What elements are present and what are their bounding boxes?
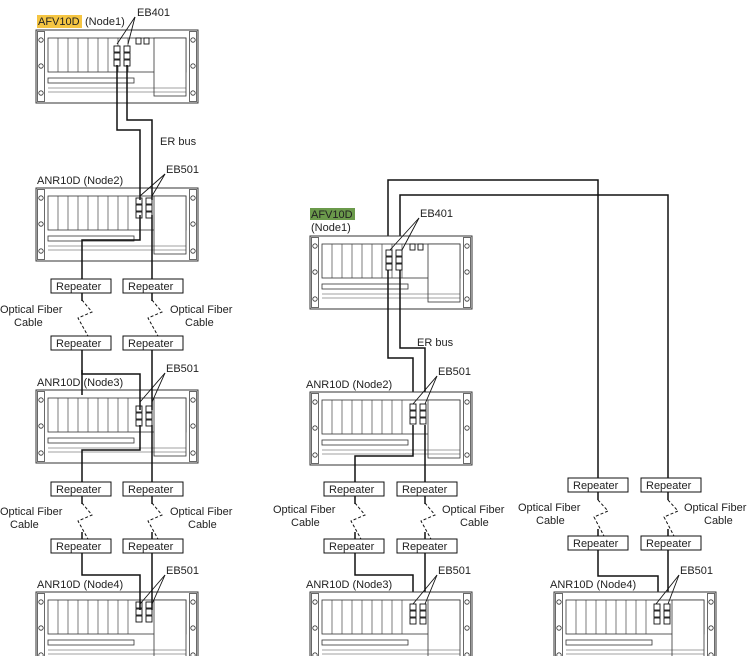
right-repeater-8: Repeater xyxy=(646,538,692,550)
right-eb401-label: EB401 xyxy=(420,208,453,220)
right-repeater-3: Repeater xyxy=(329,541,375,553)
left-of1-left-line2: Cable xyxy=(14,317,43,329)
right-repeater-2: Repeater xyxy=(402,484,448,496)
left-node1-highlight xyxy=(37,15,82,28)
left-repeater-7: Repeater xyxy=(56,541,102,553)
left-repeater-6: Repeater xyxy=(128,484,174,496)
right-node4-label: ANR10D (Node4) xyxy=(550,579,636,591)
right-node2-chassis xyxy=(309,391,473,466)
right-repeater-1: Repeater xyxy=(329,484,375,496)
left-repeater-5: Repeater xyxy=(56,484,102,496)
right-repeater-5: Repeater xyxy=(573,480,619,492)
right-node1-label: (Node1) xyxy=(311,222,351,234)
left-of1-left-line1: Optical Fiber xyxy=(0,304,63,316)
left-of1-right-line2: Cable xyxy=(185,317,214,329)
right-node1-chassis xyxy=(309,235,473,310)
left-of2-left-line2: Cable xyxy=(10,519,39,531)
left-repeater-8: Repeater xyxy=(128,541,174,553)
right-er-bus-label: ER bus xyxy=(417,337,454,349)
left-diagram: AFV10D (Node1) EB401 ANR10D (Node2) EB50… xyxy=(0,7,233,656)
right-of-b-left-line2: Cable xyxy=(536,515,565,527)
left-eb501-node3-label: EB501 xyxy=(166,363,199,375)
left-node1-model: AFV10D xyxy=(38,16,80,28)
right-of-a-left-line2: Cable xyxy=(291,517,320,529)
left-of2-right-line2: Cable xyxy=(188,519,217,531)
right-node1-model: AFV10D xyxy=(311,209,353,221)
left-er-bus-label: ER bus xyxy=(160,136,197,148)
left-of2-left-line1: Optical Fiber xyxy=(0,506,63,518)
right-of-b-left-line1: Optical Fiber xyxy=(518,502,581,514)
left-eb501-node2-label: EB501 xyxy=(166,164,199,176)
right-of-a-right-line1: Optical Fiber xyxy=(442,504,505,516)
left-repeater-1: Repeater xyxy=(56,281,102,293)
left-node3-label: ANR10D (Node3) xyxy=(37,377,123,389)
right-node4-bus-cable xyxy=(387,179,669,478)
left-eb401-label: EB401 xyxy=(137,7,170,19)
right-repeater-4: Repeater xyxy=(402,541,448,553)
right-eb501-node4-label: EB501 xyxy=(680,565,713,577)
left-node3-chassis xyxy=(35,389,199,464)
left-repeater-2: Repeater xyxy=(128,281,174,293)
right-repeater-6: Repeater xyxy=(646,480,692,492)
right-of-a-left-line1: Optical Fiber xyxy=(273,504,336,516)
left-node2-chassis xyxy=(35,187,199,262)
right-eb501-node2-label: EB501 xyxy=(438,366,471,378)
right-repeater-7: Repeater xyxy=(573,538,619,550)
left-node4-label: ANR10D (Node4) xyxy=(37,579,123,591)
right-eb501-node3-label: EB501 xyxy=(438,565,471,577)
left-repeater-3: Repeater xyxy=(56,338,102,350)
right-node3-chassis xyxy=(309,591,473,656)
left-eb501-node4-label: EB501 xyxy=(166,565,199,577)
left-of1-right-line1: Optical Fiber xyxy=(170,304,233,316)
right-node3-label: ANR10D (Node3) xyxy=(306,579,392,591)
right-diagram: AFV10D (Node1) EB401 ER bus ANR10D (Node… xyxy=(273,179,747,656)
left-node4-chassis xyxy=(35,591,199,656)
right-node1-highlight xyxy=(310,208,355,220)
right-of-b-right-line2: Cable xyxy=(704,515,733,527)
left-node1-label: (Node1) xyxy=(85,16,125,28)
left-repeater-4: Repeater xyxy=(128,338,174,350)
right-of-a-right-line2: Cable xyxy=(460,517,489,529)
left-of2-right-line1: Optical Fiber xyxy=(170,506,233,518)
right-node2-label: ANR10D (Node2) xyxy=(306,379,392,391)
left-er-bus-cable xyxy=(116,65,153,200)
right-of-b-right-line1: Optical Fiber xyxy=(684,502,747,514)
left-node2-label: ANR10D (Node2) xyxy=(37,175,123,187)
right-node4-chassis xyxy=(553,591,717,656)
